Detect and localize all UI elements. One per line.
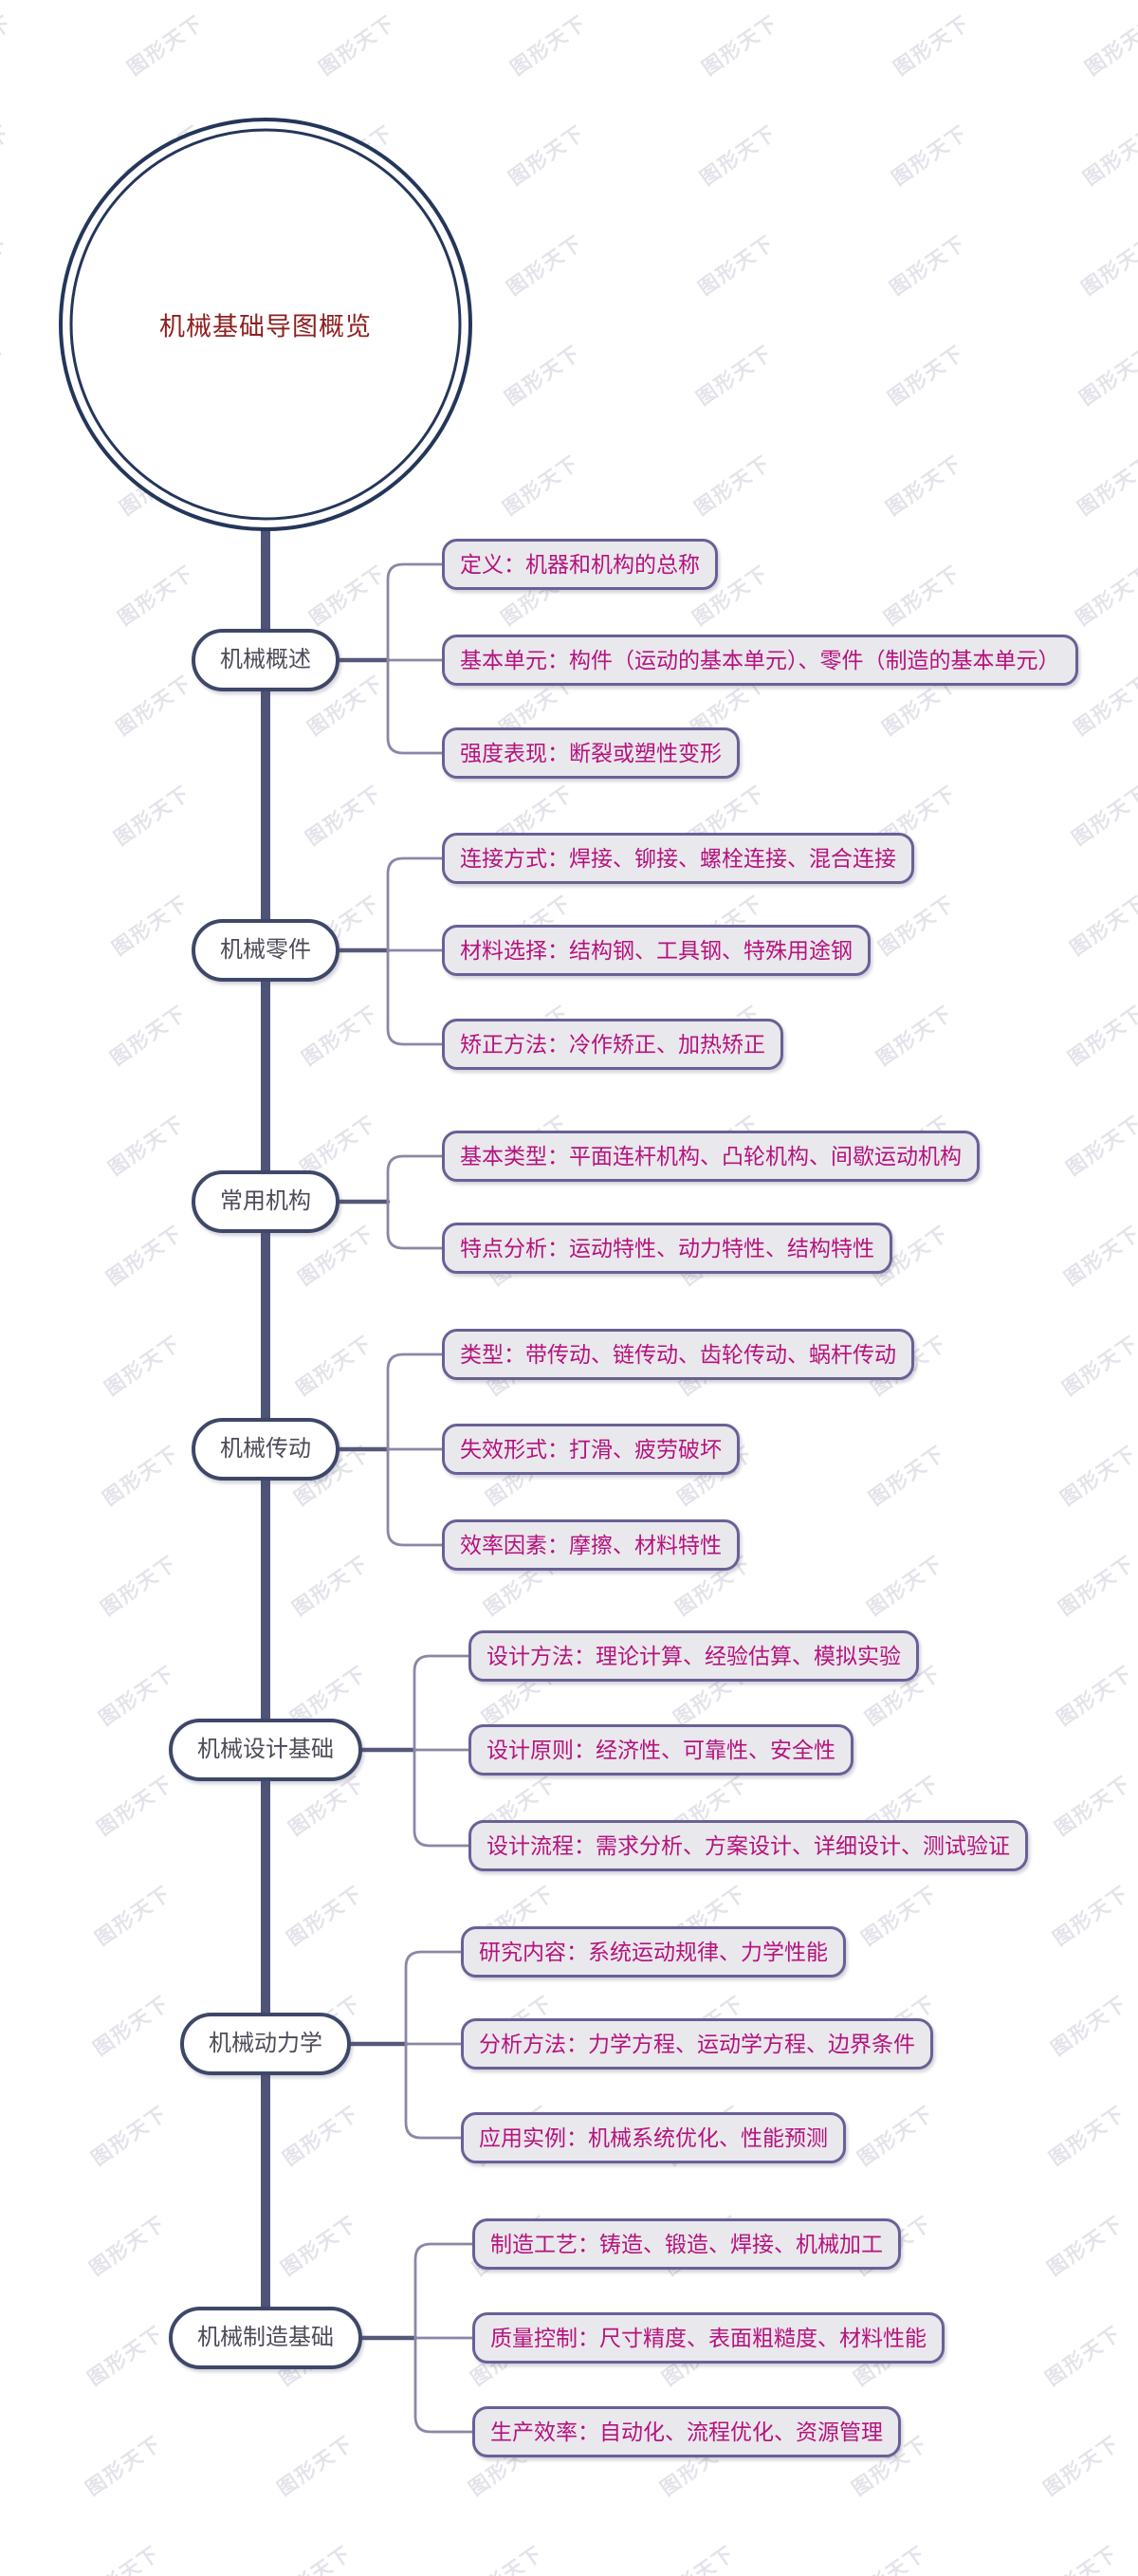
connector bbox=[386, 1154, 444, 1204]
child-node[interactable]: 设计流程：需求分析、方案设计、详细设计、测试验证 bbox=[468, 1820, 1028, 1871]
connector bbox=[404, 1950, 463, 2046]
child-node[interactable]: 特点分析：运动特性、动力特性、结构特性 bbox=[442, 1223, 892, 1274]
child-node[interactable]: 应用实例：机械系统优化、性能预测 bbox=[461, 2112, 846, 2163]
root-circle-inner bbox=[69, 128, 462, 521]
child-node[interactable]: 研究内容：系统运动规律、力学性能 bbox=[461, 1926, 846, 1978]
branch-node[interactable]: 机械概述 bbox=[192, 629, 340, 691]
connector bbox=[386, 562, 444, 662]
child-node[interactable]: 分析方法：力学方程、运动学方程、边界条件 bbox=[461, 2018, 933, 2070]
child-node[interactable]: 生产效率：自动化、流程优化、资源管理 bbox=[472, 2406, 901, 2457]
child-node[interactable]: 制造工艺：铸造、锻造、焊接、机械加工 bbox=[472, 2218, 901, 2270]
branch-node[interactable]: 机械动力学 bbox=[180, 2013, 351, 2075]
branch-node[interactable]: 机械传动 bbox=[192, 1418, 340, 1481]
child-node[interactable]: 设计原则：经济性、可靠性、安全性 bbox=[468, 1724, 854, 1776]
root-circle-outer[interactable] bbox=[59, 118, 472, 531]
child-node[interactable]: 定义：机器和机构的总称 bbox=[442, 539, 718, 590]
connector bbox=[413, 2242, 474, 2340]
connector bbox=[386, 948, 444, 1046]
child-node[interactable]: 设计方法：理论计算、经验估算、模拟实验 bbox=[468, 1630, 919, 1682]
child-node[interactable]: 矫正方法：冷作矫正、加热矫正 bbox=[442, 1019, 783, 1070]
connector bbox=[413, 2336, 474, 2434]
branch-node[interactable]: 常用机构 bbox=[192, 1170, 340, 1233]
root-topic[interactable]: 机械基础导图概览 bbox=[159, 312, 372, 341]
child-node[interactable]: 失效形式：打滑、疲劳破坏 bbox=[442, 1424, 740, 1475]
connector bbox=[386, 1352, 444, 1451]
connector bbox=[404, 2042, 463, 2140]
branch-node[interactable]: 机械设计基础 bbox=[169, 1719, 362, 1781]
connector bbox=[386, 856, 444, 952]
child-node[interactable]: 效率因素：摩擦、材料特性 bbox=[442, 1519, 740, 1571]
child-node[interactable]: 基本单元：构件（运动的基本单元）、零件（制造的基本单元） bbox=[442, 635, 1078, 686]
child-node[interactable]: 连接方式：焊接、铆接、螺栓连接、混合连接 bbox=[442, 833, 914, 884]
child-node[interactable]: 强度表现：断裂或塑性变形 bbox=[442, 727, 740, 779]
child-node[interactable]: 类型：带传动、链传动、齿轮传动、蜗杆传动 bbox=[442, 1329, 914, 1380]
connector bbox=[413, 1748, 470, 1848]
connector bbox=[386, 1447, 444, 1547]
child-node[interactable]: 基本类型：平面连杆机构、凸轮机构、间歇运动机构 bbox=[442, 1131, 980, 1182]
child-node[interactable]: 质量控制：尺寸精度、表面粗糙度、材料性能 bbox=[472, 2312, 945, 2364]
connector bbox=[413, 1654, 470, 1752]
connector bbox=[386, 1200, 444, 1250]
child-node[interactable]: 材料选择：结构钢、工具钢、特殊用途钢 bbox=[442, 925, 871, 976]
branch-node[interactable]: 机械制造基础 bbox=[169, 2307, 362, 2369]
connector bbox=[386, 658, 444, 755]
branch-node[interactable]: 机械零件 bbox=[192, 919, 340, 982]
